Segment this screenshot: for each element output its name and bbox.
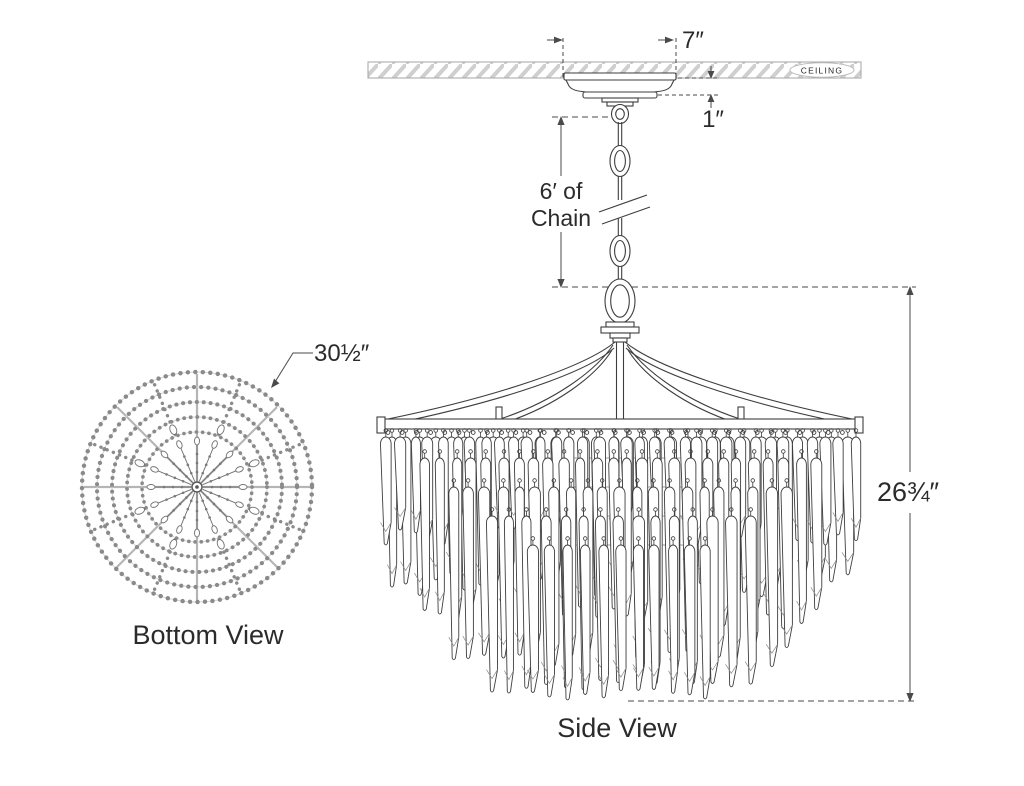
- bottom-view-label: Bottom View: [132, 620, 284, 650]
- chain-note-line2: Chain: [531, 205, 591, 231]
- side-view-fixture: [376, 321, 864, 701]
- chain-note-line1: 6′ of: [540, 178, 583, 204]
- frame-band: [376, 406, 864, 434]
- dim-fixture-height: [628, 286, 916, 702]
- dim-chain-length: [552, 116, 916, 288]
- dim-canopy-offset: [658, 66, 720, 108]
- ceiling-tag-label: CEILING: [801, 66, 843, 76]
- ceiling: [367, 61, 862, 79]
- chain: [598, 122, 651, 324]
- labels: 7″ 1″ 6′ of Chain 26¾″ 30½″ Bottom View …: [132, 27, 939, 743]
- bottom-view: [79, 369, 315, 605]
- finial-collar: [600, 321, 640, 343]
- dim-label-canopy-offset: 1″: [702, 106, 724, 133]
- ceiling-tag-outline: [789, 62, 855, 78]
- dim-label-fixture-height: 26¾″: [877, 477, 940, 507]
- canopy: [563, 72, 677, 125]
- crystal-drops: [380, 428, 862, 701]
- chain-break-icon: [598, 194, 651, 225]
- side-view-label: Side View: [557, 713, 677, 743]
- dim-label-canopy-width: 7″: [682, 27, 704, 54]
- dim-canopy-width: [547, 36, 677, 78]
- arms: [387, 341, 853, 425]
- dim-label-fixture-diameter: 30½″: [314, 340, 370, 367]
- dim-diameter-leader: [271, 352, 313, 388]
